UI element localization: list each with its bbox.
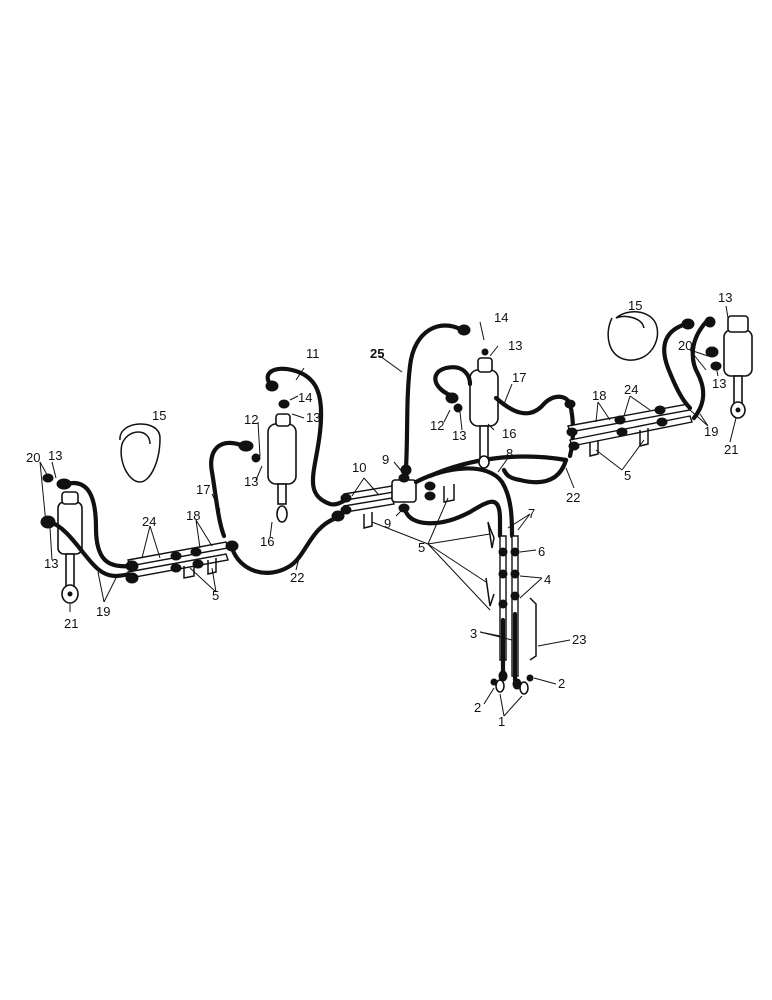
callout-2-left: 2 [474,700,481,715]
callout-13-left-center: 13 [244,474,258,489]
callout-4: 4 [544,572,551,587]
pipes-right [566,403,693,457]
callout-21-right: 21 [724,442,738,457]
callout-11: 11 [306,346,320,361]
callout-12-center: 12 [430,418,444,433]
callout-14-center: 14 [494,310,508,325]
hoses-far-left [40,473,133,579]
leader-lines [39,305,737,717]
callout-15-right: 15 [628,298,642,313]
callout-15-left: 15 [152,408,166,423]
callout-18-right: 18 [592,388,606,403]
callout-13-left-bottom: 13 [44,556,58,571]
callout-1: 1 [498,714,505,729]
callout-25: 25 [370,346,384,361]
callout-20-right: 20 [678,338,692,353]
callout-22-right: 22 [566,490,580,505]
callout-13-right: 13 [712,376,726,391]
callout-5-right: 5 [624,468,631,483]
hoses-right [662,316,722,421]
callout-2-right: 2 [558,676,565,691]
center-block [340,323,569,539]
callout-19-right: 19 [704,424,718,439]
hose-coil-right [607,311,659,361]
callout-6: 6 [538,544,545,559]
callout-21-left: 21 [64,616,78,631]
callout-13-center-top: 13 [508,338,522,353]
cylinder-far-left [57,491,83,604]
callout-13-center: 13 [452,428,466,443]
callout-9-top: 9 [382,452,389,467]
callout-7: 7 [528,506,535,521]
callout-16-center: 16 [502,426,516,441]
callout-labels: 20 13 13 21 19 24 18 5 17 15 12 13 16 11… [26,290,738,729]
pipes-left [125,541,229,584]
cylinder-left-center [267,413,297,523]
callout-24-right: 24 [624,382,638,397]
callout-22-left: 22 [290,570,304,585]
callout-12-left: 12 [244,412,258,427]
cylinder-right [723,315,753,419]
callout-13-left-top: 13 [48,448,62,463]
callout-13-right-top: 13 [718,290,732,305]
callout-18-left: 18 [186,508,200,523]
callout-16-left: 16 [260,534,274,549]
hoses-left-center [209,366,353,575]
callout-17-left: 17 [196,482,210,497]
down-lines [485,521,537,695]
cylinder-center [469,348,499,469]
callout-8: 8 [506,446,513,461]
callout-19-left: 19 [96,604,110,619]
hose-coil-left [119,423,161,483]
callout-9-bottom: 9 [384,516,391,531]
callout-5-left: 5 [212,588,219,603]
callout-13-left-cyl: 13 [306,410,320,425]
callout-3: 3 [470,626,477,641]
callout-5-center: 5 [418,540,425,555]
callout-23: 23 [572,632,586,647]
callout-10: 10 [352,460,366,475]
callout-20-left: 20 [26,450,40,465]
callout-24-left: 24 [142,514,156,529]
callout-14-left: 14 [298,390,312,405]
callout-17-center: 17 [512,370,526,385]
